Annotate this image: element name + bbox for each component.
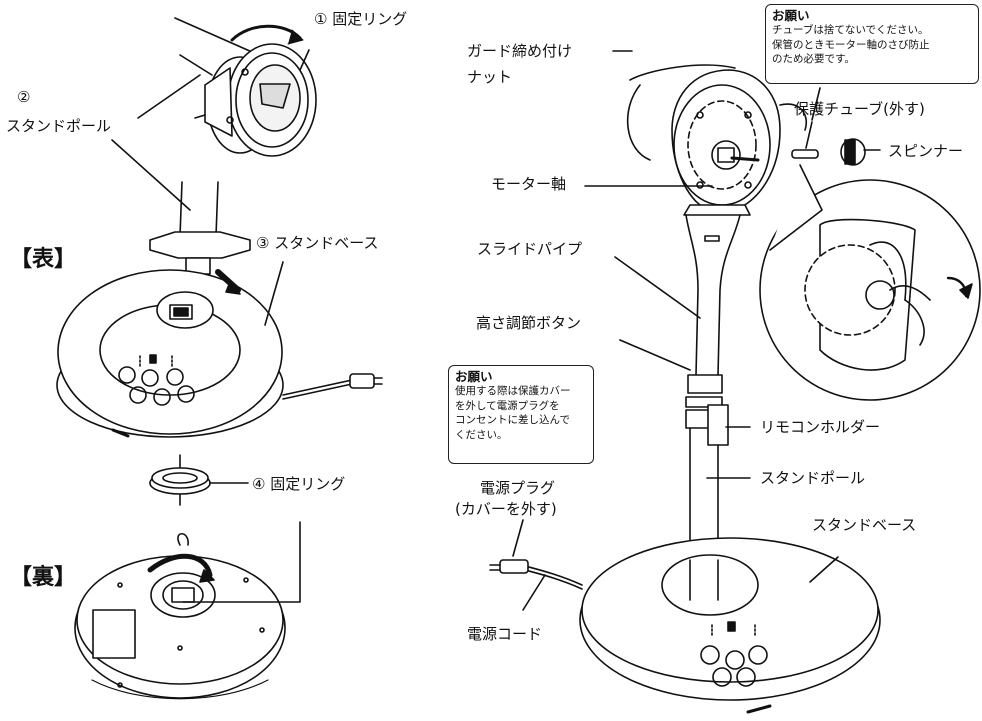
label-plug-1: 電源プラグ bbox=[480, 479, 556, 497]
spinner-part bbox=[840, 138, 881, 166]
slide-pipe bbox=[685, 214, 741, 408]
zoom-detail bbox=[759, 164, 981, 401]
label-motor-shaft: モーター軸 bbox=[491, 175, 567, 193]
note-middle-line-1: 使用する際は保護カバー bbox=[455, 385, 571, 397]
label-remote-holder: リモコンホルダー bbox=[760, 418, 881, 436]
label-front-mark: 【表】 bbox=[10, 247, 77, 272]
fixing-ring-top-illustration bbox=[174, 17, 317, 157]
note-top-title: お願い bbox=[772, 8, 810, 23]
stand-base-front bbox=[56, 269, 284, 438]
leader-stand-base-right bbox=[809, 556, 839, 583]
stand-pole-stub bbox=[149, 181, 251, 275]
remote-holder bbox=[685, 404, 729, 446]
leader-height-button bbox=[619, 339, 691, 371]
power-cord-right bbox=[489, 559, 583, 590]
leader-plug bbox=[512, 519, 524, 557]
label-height-button: 高さ調節ボタン bbox=[476, 314, 582, 332]
label-stand-pole-right: スタンドポール bbox=[760, 469, 866, 487]
label-back-mark: 【裏】 bbox=[10, 565, 77, 590]
label-fixing-ring-1: ① 固定リング bbox=[314, 10, 408, 28]
label-plug-2: (カバーを外す) bbox=[455, 500, 557, 518]
motor-head bbox=[626, 64, 807, 216]
cord-front bbox=[282, 379, 353, 396]
label-protection-tube: 保護チューブ(外す) bbox=[794, 100, 925, 118]
note-middle-line-4: ください。 bbox=[455, 428, 508, 441]
label-stand-base-right: スタンドベース bbox=[812, 516, 917, 534]
leader-power-cord bbox=[522, 574, 546, 611]
note-box-top: お願い チューブは捨てないでください。 保管のときモーター軸のさび防止 のため必… bbox=[765, 4, 979, 84]
stand-base-right bbox=[579, 537, 881, 714]
note-box-middle: お願い 使用する際は保護カバー を外して電源プラグを コンセントに差し込んで く… bbox=[448, 365, 594, 464]
label-guard-nut-2: ナット bbox=[467, 68, 513, 86]
fixing-ring-4 bbox=[149, 454, 249, 506]
stand-base-back bbox=[74, 521, 301, 700]
label-spinner: スピンナー bbox=[888, 142, 964, 160]
label-guard-nut-1: ガード締め付け bbox=[467, 42, 573, 60]
label-power-cord: 電源コード bbox=[467, 625, 543, 643]
leader-stand-pole-lower bbox=[111, 139, 191, 211]
label-stand-pole-number: ② bbox=[17, 88, 31, 106]
label-stand-pole-left: スタンドポール bbox=[6, 117, 112, 135]
note-middle-line-3: コンセントに差し込んで bbox=[455, 414, 570, 426]
protection-tube bbox=[791, 121, 819, 159]
leader-ring-back bbox=[182, 521, 301, 603]
leader-stand-base-3 bbox=[264, 261, 284, 326]
leader-slide-pipe bbox=[614, 256, 701, 319]
leader-stand-pole-left bbox=[137, 74, 201, 119]
label-stand-base-3: ③ スタンドベース bbox=[256, 234, 379, 252]
plug-front bbox=[349, 373, 375, 389]
label-slide-pipe: スライドパイプ bbox=[477, 240, 583, 258]
note-top-line-3: のため必要です。 bbox=[772, 53, 855, 65]
note-middle-line-2: を外して電源プラグを bbox=[455, 399, 560, 412]
note-top-line-2: 保管のときモーター軸のさび防止 bbox=[772, 38, 930, 51]
note-top-line-1: チューブは捨てないでください。 bbox=[772, 24, 929, 36]
label-fixing-ring-4: ④ 固定リング bbox=[252, 475, 346, 493]
note-middle-title: お願い bbox=[455, 369, 493, 384]
leader-fixing-ring-1 bbox=[299, 49, 310, 71]
